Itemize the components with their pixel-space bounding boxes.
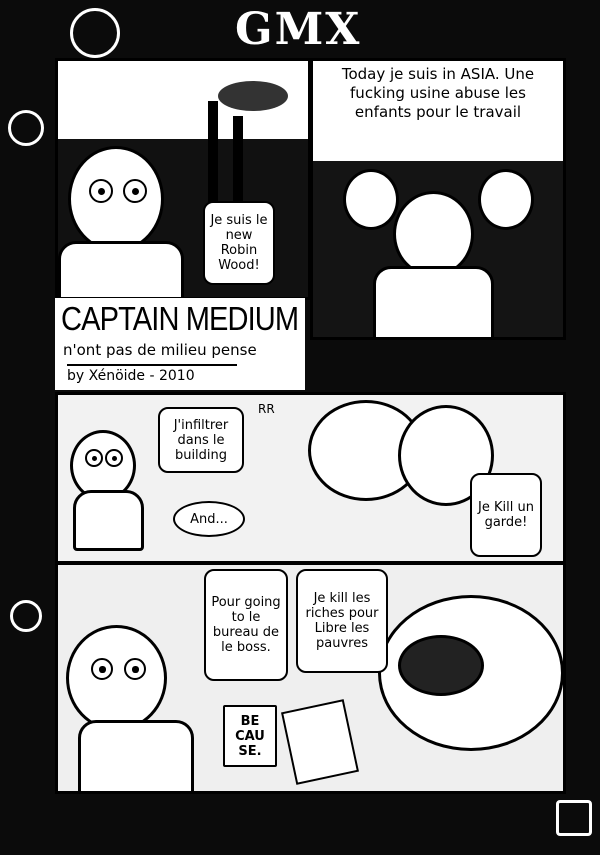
eye [89, 179, 113, 203]
speech-text: Je kill les riches pour Libre les pauvre… [305, 591, 379, 651]
eye [91, 658, 113, 680]
sound-effect-rr: RR [258, 402, 275, 416]
speech-bubble-infiltrer: J'infiltrer dans le building [158, 407, 244, 473]
speech-text: Pour going to le bureau de le boss. [211, 595, 281, 655]
speech-bubble-bureau: Pour going to le bureau de le boss. [204, 569, 288, 681]
speech-bubble-kill-garde: Je Kill un garde! [470, 473, 542, 557]
captain-head [68, 146, 164, 252]
spiral-ornament-left-lower [10, 600, 42, 632]
title-block: CAPTAIN MEDIUM n'ont pas de milieu pense… [55, 298, 305, 390]
captain-body [58, 241, 184, 297]
sign-because: BE CAU SE. [223, 705, 277, 767]
speech-bubble-robin-wood: Je suis le new Robin Wood! [203, 201, 275, 285]
panel-infiltration: J'infiltrer dans le building And... RR J… [55, 392, 566, 564]
captain-head [66, 625, 167, 731]
gmx-logo: GMX [235, 4, 362, 55]
spiral-ornament-top-left [70, 8, 120, 58]
captain-body [73, 490, 144, 551]
panel-boss-office: Pour going to le bureau de le boss. Je k… [55, 562, 566, 794]
comic-subtitle: n'ont pas de milieu pense [63, 341, 257, 359]
child-worker-head [393, 191, 474, 277]
child-head [343, 169, 399, 230]
speech-text: Je suis le new Robin Wood! [210, 213, 268, 273]
byline: by Xénöide - 2010 [67, 364, 237, 385]
child-worker-body [373, 266, 494, 337]
spiral-ornament-left [8, 110, 44, 146]
sign-text: BE CAU SE. [235, 713, 265, 759]
captain-body [78, 720, 194, 791]
eye [124, 658, 146, 680]
speech-text: J'infiltrer dans le building [173, 417, 229, 463]
panel-asia-factory: Today je suis in ASIA. Une fucking usine… [310, 58, 566, 340]
ornament-bottom-right [556, 800, 592, 836]
narration-caption: Today je suis in ASIA. Une fucking usine… [341, 65, 535, 121]
eye [85, 449, 103, 467]
speech-text: Je Kill un garde! [478, 500, 534, 530]
factory-chimney [208, 101, 218, 211]
money-stack [281, 699, 359, 785]
eye [123, 179, 147, 203]
child-head [478, 169, 534, 230]
factory-chimney [233, 116, 243, 211]
comic-title: CAPTAIN MEDIUM [61, 300, 299, 337]
speech-bubble-kill-riches: Je kill les riches pour Libre les pauvre… [296, 569, 388, 673]
boss-snout [398, 635, 484, 696]
smoke-cloud [218, 81, 288, 111]
panel-factory: Je suis le new Robin Wood! [55, 58, 311, 300]
speech-text: And... [190, 511, 228, 527]
eye [105, 449, 123, 467]
speech-bubble-and: And... [173, 501, 245, 537]
